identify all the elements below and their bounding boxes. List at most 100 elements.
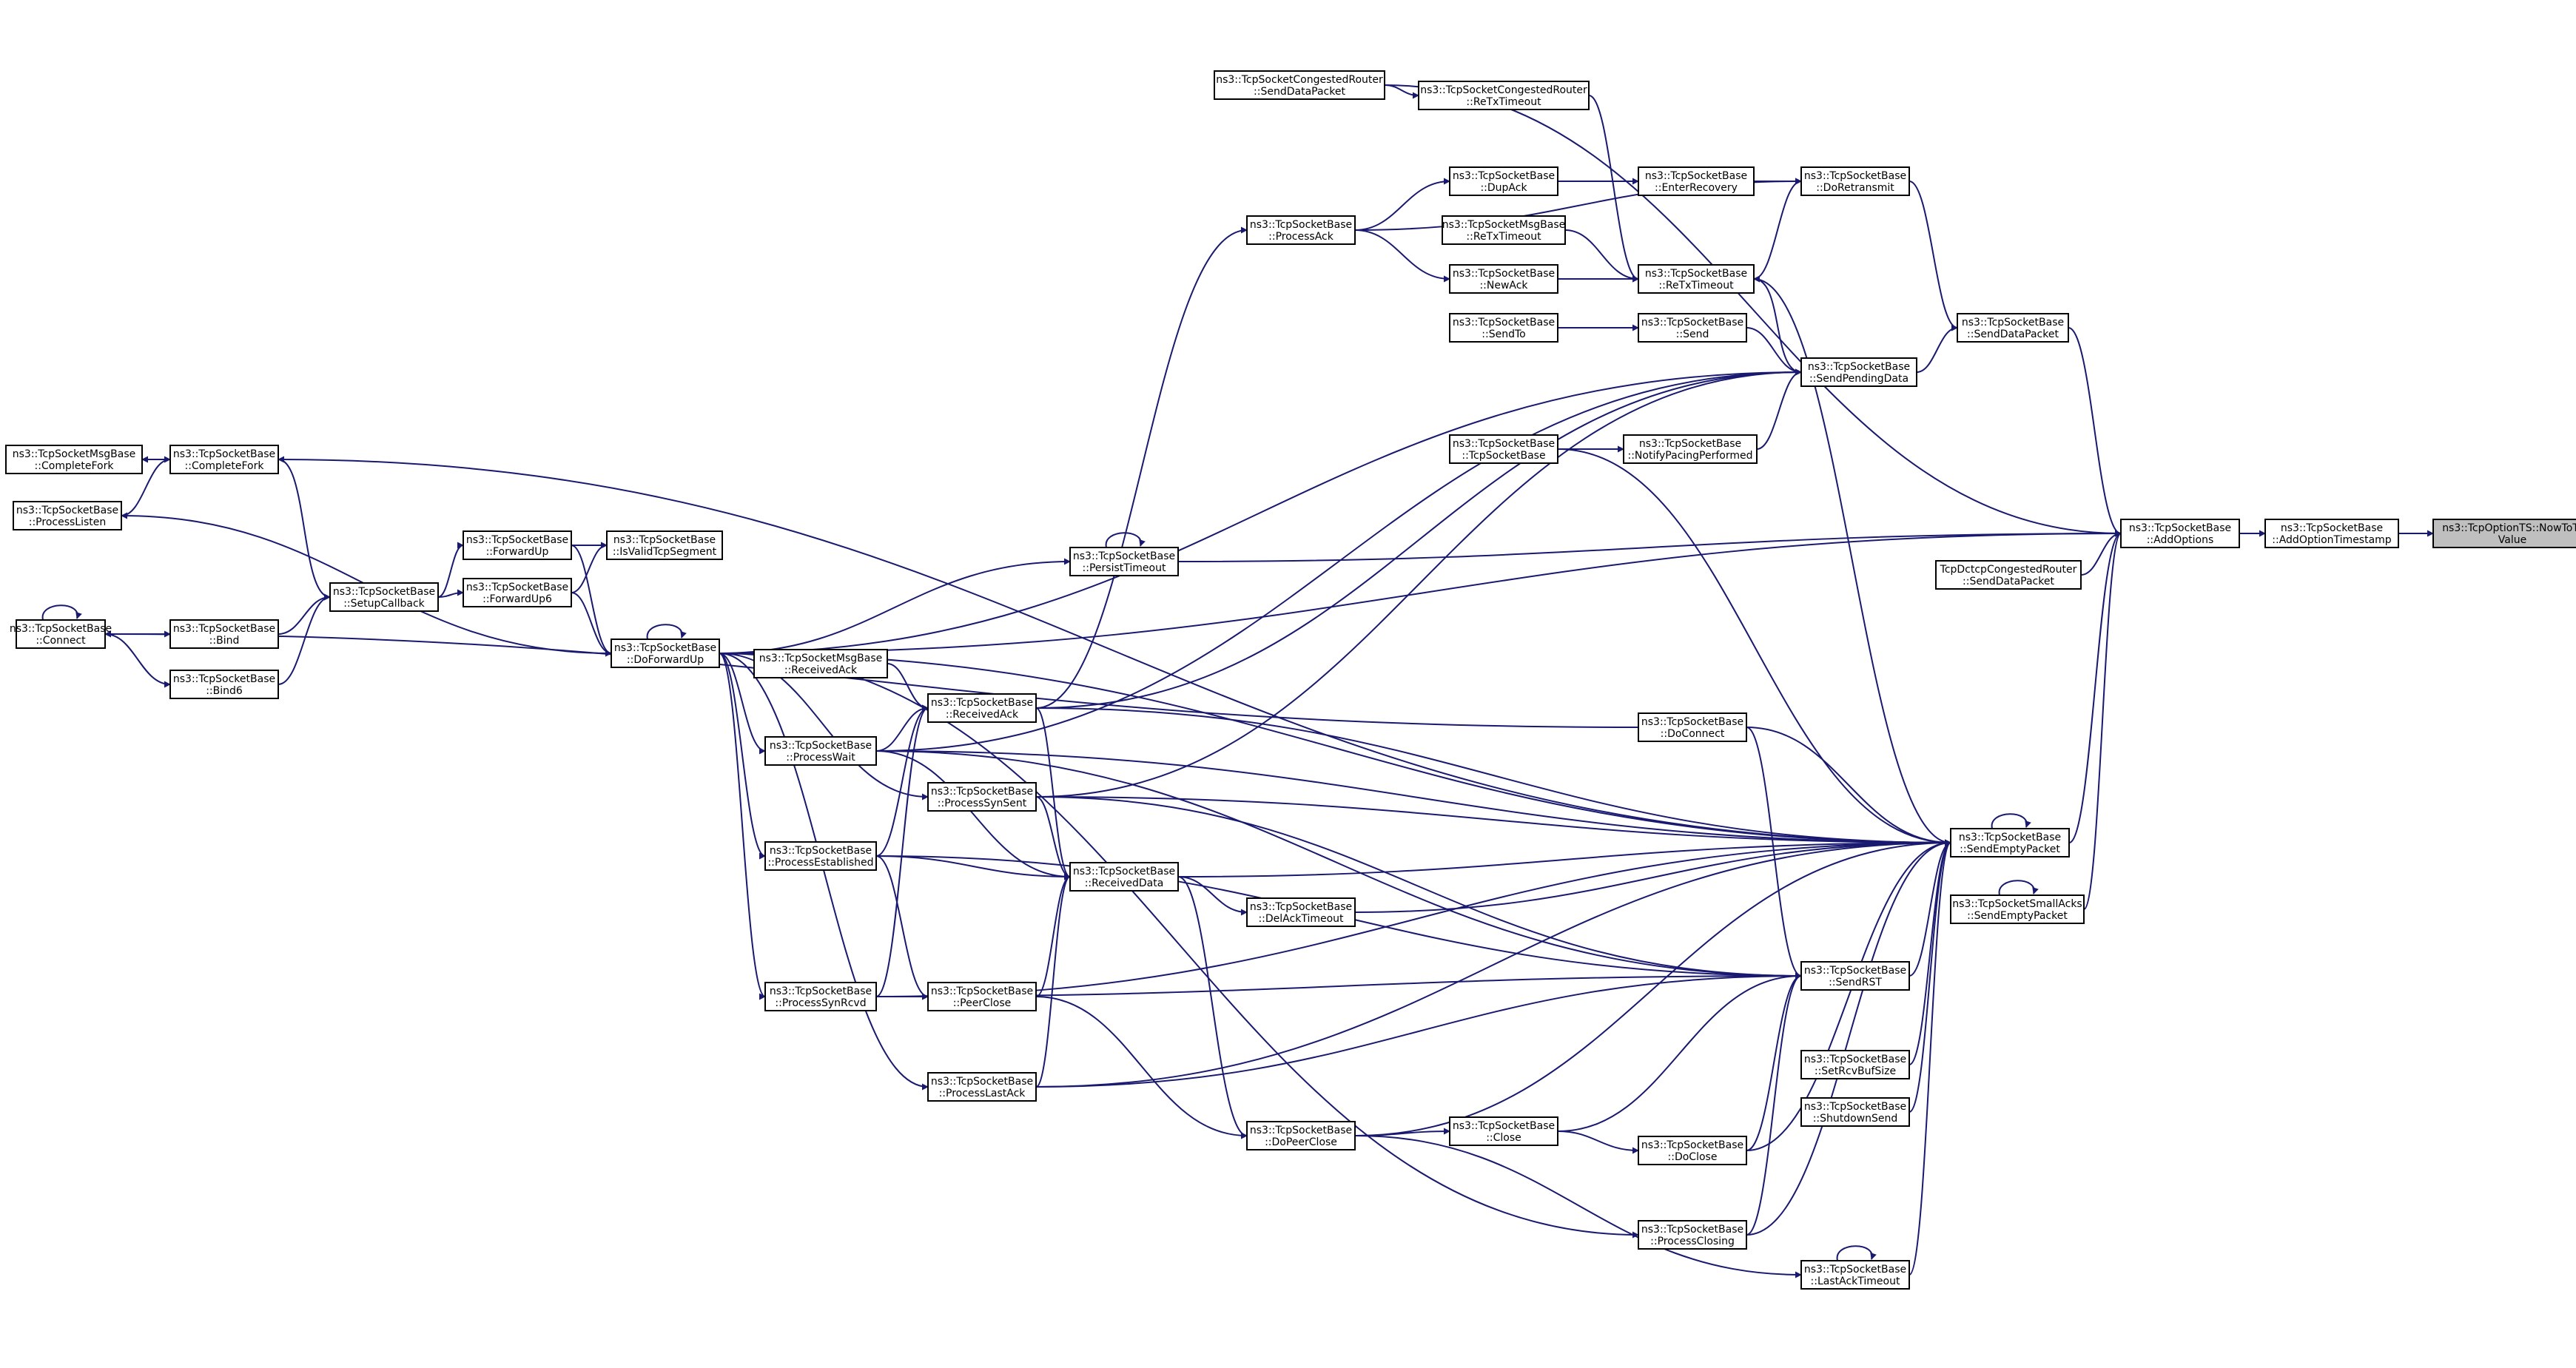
node-label-line: ns3::TcpSocketBase — [770, 740, 872, 752]
node-box — [1418, 81, 1590, 110]
node-label-line: ::SendEmptyPacket — [1960, 843, 2060, 855]
node-connect[interactable]: ns3::TcpSocketBase::Connect — [10, 619, 112, 649]
node-dctcpSend[interactable]: TcpDctcpCongestedRouter::SendDataPacket — [1935, 560, 2082, 590]
node-processListen[interactable]: ns3::TcpSocketBase::ProcessListen — [13, 501, 122, 530]
edge-processLastAck-to-receivedData — [1035, 873, 1071, 1088]
node-box — [1449, 166, 1558, 196]
node-setRcvBuf[interactable]: ns3::TcpSocketBase::SetRcvBufSize — [1800, 1050, 1910, 1079]
edge-congSend-to-addOptions — [1384, 84, 2122, 537]
edge-reTx-to-doRetransmit — [1753, 178, 1802, 280]
node-processAck[interactable]: ns3::TcpSocketBase::ProcessAck — [1246, 215, 1356, 245]
node-label-line: ::ForwardUp — [486, 546, 549, 558]
node-processEst[interactable]: ns3::TcpSocketBase::ProcessEstablished — [764, 841, 877, 871]
node-receivedData[interactable]: ns3::TcpSocketBase::ReceivedData — [1069, 862, 1179, 892]
node-delAck[interactable]: ns3::TcpSocketBase::DelAckTimeout — [1246, 897, 1356, 927]
node-sendPending[interactable]: ns3::TcpSocketBase::SendPendingData — [1800, 357, 1917, 387]
node-sendRST[interactable]: ns3::TcpSocketBase::SendRST — [1800, 961, 1910, 991]
node-label-line: ::PeerClose — [953, 997, 1012, 1009]
node-send[interactable]: ns3::TcpSocketBase::Send — [1638, 313, 1747, 343]
node-processSynSent[interactable]: ns3::TcpSocketBase::ProcessSynSent — [927, 782, 1037, 812]
node-setupCallback[interactable]: ns3::TcpSocketBase::SetupCallback — [329, 582, 439, 612]
node-bind6[interactable]: ns3::TcpSocketBase::Bind6 — [169, 670, 279, 699]
node-label-line: ::DoPeerClose — [1265, 1136, 1337, 1148]
node-msgReceivedAck[interactable]: ns3::TcpSocketMsgBase::ReceivedAck — [753, 649, 888, 678]
node-doClose[interactable]: ns3::TcpSocketBase::DoClose — [1638, 1136, 1747, 1165]
node-box — [1935, 560, 2082, 590]
edge-receivedData-to-sendEmpty — [1177, 839, 1951, 877]
edge-doClose-to-sendRST — [1746, 972, 1802, 1151]
node-label-line: ns3::TcpSocketBase — [1804, 965, 1906, 977]
node-label-line: ::DoForwardUp — [627, 654, 704, 666]
edge-doForwardUp-to-sendEmpty — [719, 653, 1951, 846]
node-forwardUp6[interactable]: ns3::TcpSocketBase::ForwardUp6 — [463, 578, 572, 607]
edge-persist-to-addOptions — [1177, 530, 2122, 562]
node-congReTx[interactable]: ns3::TcpSocketCongestedRouter::ReTxTimeo… — [1418, 81, 1590, 110]
node-completeFork[interactable]: ns3::TcpSocketBase::CompleteFork — [169, 445, 279, 474]
node-doRetransmit[interactable]: ns3::TcpSocketBase::DoRetransmit — [1800, 166, 1910, 196]
node-sendEmpty[interactable]: ns3::TcpSocketBase::SendEmptyPacket — [1950, 828, 2070, 857]
node-shutdownSend[interactable]: ns3::TcpSocketBase::ShutdownSend — [1800, 1097, 1910, 1127]
node-bind[interactable]: ns3::TcpSocketBase::Bind — [169, 619, 279, 649]
node-close[interactable]: ns3::TcpSocketBase::Close — [1449, 1116, 1558, 1146]
node-label-line: ::ReTxTimeout — [1466, 231, 1541, 243]
node-addOptions[interactable]: ns3::TcpSocketBase::AddOptions — [2120, 519, 2240, 548]
node-label-line: ns3::TcpSocketBase — [1250, 219, 1352, 231]
node-ctor[interactable]: ns3::TcpSocketBase::TcpSocketBase — [1449, 434, 1558, 464]
node-receivedAck[interactable]: ns3::TcpSocketBase::ReceivedAck — [927, 693, 1037, 723]
node-label-line: ::ProcessAck — [1268, 231, 1334, 243]
node-persist[interactable]: ns3::TcpSocketBase::PersistTimeout — [1069, 547, 1179, 576]
node-box — [764, 982, 877, 1011]
node-sendDataPkt[interactable]: ns3::TcpSocketBase::SendDataPacket — [1957, 313, 2069, 343]
node-processLastAck[interactable]: ns3::TcpSocketBase::ProcessLastAck — [927, 1072, 1037, 1102]
node-processSynRcvd[interactable]: ns3::TcpSocketBase::ProcessSynRcvd — [764, 982, 877, 1011]
edge-lastAckTimeout-to-sendEmpty — [1909, 839, 1951, 1276]
node-peerClose[interactable]: ns3::TcpSocketBase::PeerClose — [927, 982, 1037, 1011]
node-forwardUp[interactable]: ns3::TcpSocketBase::ForwardUp — [463, 530, 572, 560]
node-sendTo[interactable]: ns3::TcpSocketBase::SendTo — [1449, 313, 1558, 343]
node-processClosing[interactable]: ns3::TcpSocketBase::ProcessClosing — [1638, 1220, 1747, 1250]
edge-setupCallback-to-forwardUp — [437, 542, 464, 598]
node-lastAckTimeout[interactable]: ns3::TcpSocketBase::LastAckTimeout — [1800, 1260, 1910, 1290]
node-label-line: ns3::TcpSocketBase — [1645, 170, 1747, 182]
node-box — [1638, 712, 1747, 742]
edge-sendRST-to-sendEmpty — [1909, 839, 1951, 977]
node-enterRecovery[interactable]: ns3::TcpSocketBase::EnterRecovery — [1638, 166, 1755, 196]
node-newAck[interactable]: ns3::TcpSocketBase::NewAck — [1449, 264, 1558, 294]
node-msgCompleteFork[interactable]: ns3::TcpSocketMsgBase::CompleteFork — [5, 445, 143, 474]
node-reTx[interactable]: ns3::TcpSocketBase::ReTxTimeout — [1638, 264, 1755, 294]
node-label-line: ::ProcessWait — [786, 752, 855, 764]
node-processWait[interactable]: ns3::TcpSocketBase::ProcessWait — [764, 736, 877, 766]
edge-processAck-to-newAck — [1354, 229, 1450, 283]
node-addOptTs[interactable]: ns3::TcpSocketBase::AddOptionTimestamp — [2264, 519, 2399, 548]
node-doForwardUp[interactable]: ns3::TcpSocketBase::DoForwardUp — [611, 638, 720, 668]
node-congSend[interactable]: ns3::TcpSocketCongestedRouter::SendDataP… — [1214, 70, 1385, 100]
node-box — [753, 649, 888, 678]
node-box — [1638, 313, 1747, 343]
node-label-line: ::DoClose — [1668, 1151, 1718, 1163]
edge-receivedAck-to-receivedData — [1035, 707, 1071, 880]
node-msgReTx[interactable]: ns3::TcpSocketMsgBase::ReTxTimeout — [1442, 215, 1566, 245]
node-smallAcks[interactable]: ns3::TcpSocketSmallAcks::SendEmptyPacket — [1950, 894, 2085, 924]
edge-processWait-to-receivedAck — [875, 704, 929, 752]
edge-processSynSent-to-sendRST — [1035, 796, 1802, 980]
node-doConnect[interactable]: ns3::TcpSocketBase::DoConnect — [1638, 712, 1747, 742]
node-dupAck[interactable]: ns3::TcpSocketBase::DupAck — [1449, 166, 1558, 196]
edge-doRetransmit-to-sendDataPkt — [1909, 181, 1958, 331]
edge-lastAckTimeout-to-lastAckTimeout — [1836, 1245, 1877, 1261]
node-label-line: ::EnterRecovery — [1655, 182, 1738, 194]
edge-connect-to-connect — [41, 604, 82, 621]
edge-sendEmpty-to-sendEmpty — [1991, 813, 2031, 829]
node-notifyPacing[interactable]: ns3::TcpSocketBase::NotifyPacingPerforme… — [1623, 434, 1758, 464]
node-isValid[interactable]: ns3::TcpSocketBase::IsValidTcpSegment — [606, 530, 723, 560]
node-label-line: ns3::TcpSocketBase — [333, 586, 435, 598]
node-box — [2264, 519, 2399, 548]
node-box — [1638, 1220, 1747, 1250]
node-label-line: ::ProcessSynRcvd — [775, 997, 866, 1009]
edge-processWait-to-sendEmpty — [875, 750, 1951, 846]
node-label-line: ns3::TcpSocketBase — [1641, 1224, 1743, 1236]
node-doPeerClose[interactable]: ns3::TcpSocketBase::DoPeerClose — [1246, 1121, 1356, 1150]
node-label-line: ns3::TcpSocketBase — [1645, 268, 1747, 280]
node-box — [169, 619, 279, 649]
edge-setupCallback-to-forwardUp6 — [437, 589, 464, 598]
